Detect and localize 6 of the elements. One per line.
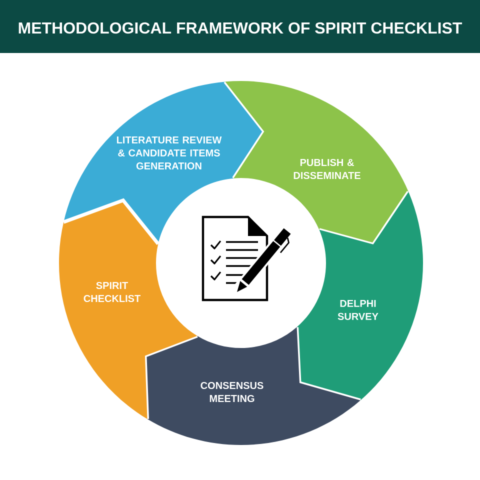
arrow-segment: PUBLISH & DISSEMINATE: [225, 81, 410, 246]
arrow-segment: CONSENSUS MEETING: [143, 327, 360, 445]
arrow-segment: LITERATURE REVIEW & CANDIDATE ITEMS GENERATION: [64, 80, 266, 244]
arrow-segment: DELPHI SURVEY: [295, 192, 423, 402]
arrow-segment: SPIRIT CHECKLIST: [59, 198, 198, 419]
title-bar: METHODOLOGICAL FRAMEWORK OF SPIRIT CHECKLIST: [0, 0, 480, 53]
